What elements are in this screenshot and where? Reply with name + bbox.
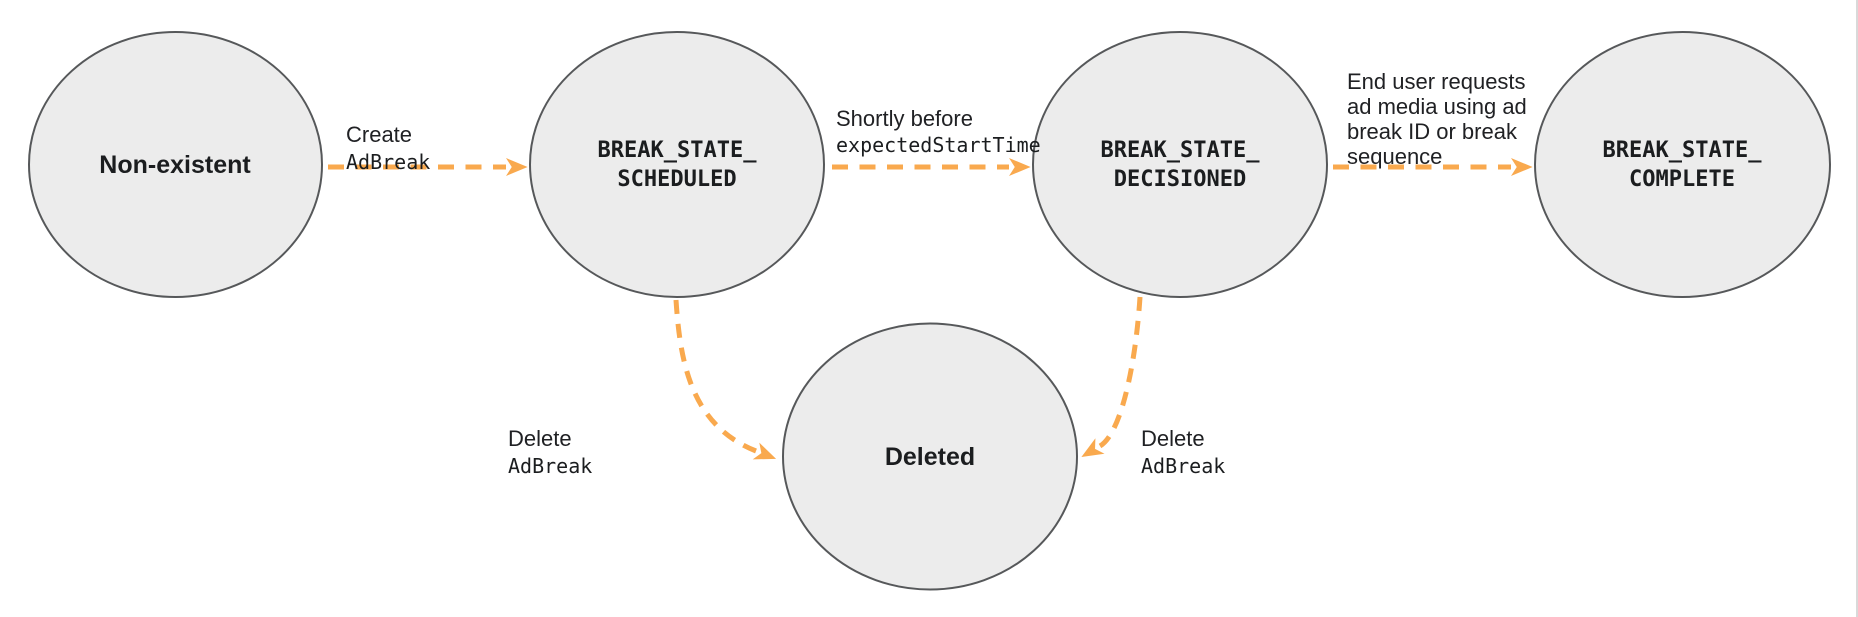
edge-label-text: Delete — [1141, 426, 1205, 451]
node-circle-break-state-scheduled — [529, 31, 825, 298]
node-circle-non-existent — [28, 31, 323, 298]
edge-delete-adbreak-from-decisioned — [1081, 296, 1143, 458]
edge-label-delete-adbreak-right: Delete AdBreak — [1141, 398, 1225, 480]
edge-label-end-user-requests: End user requests ad media using ad brea… — [1347, 44, 1533, 169]
edge-label-text: Shortly before — [836, 106, 973, 131]
node-circle-deleted — [782, 322, 1078, 591]
edge-label-text: Create — [346, 122, 413, 147]
edge-label-text: End user requests ad media using ad brea… — [1347, 69, 1527, 169]
edge-label-create-adbreak: Create AdBreak — [346, 94, 430, 176]
edge-label-delete-adbreak-left: Delete AdBreak — [508, 398, 592, 480]
node-circle-break-state-decisioned — [1032, 31, 1328, 298]
edge-label-shortly-before: Shortly before expectedStartTime — [836, 78, 1041, 186]
edge-delete-adbreak-from-scheduled — [673, 299, 777, 460]
edge-label-code: AdBreak — [346, 150, 431, 174]
node-circle-break-state-complete — [1534, 31, 1831, 298]
edge-label-text: Delete — [508, 426, 572, 451]
edge-label-code: expectedStartTime — [836, 133, 1041, 157]
edge-label-code: AdBreak — [1141, 454, 1226, 478]
content-right-border — [1856, 0, 1858, 617]
edge-label-code: AdBreak — [508, 454, 593, 478]
